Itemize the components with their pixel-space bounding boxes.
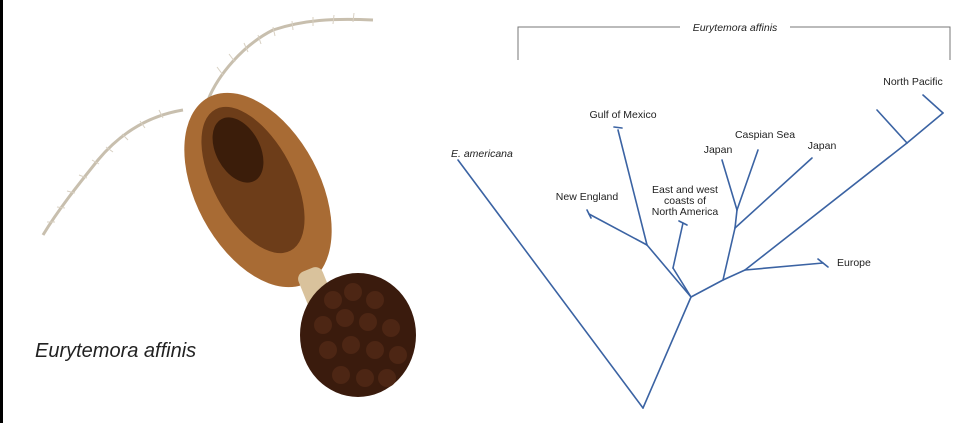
branch-europe-node — [723, 270, 745, 280]
taxon-outgroup: E. americana — [451, 148, 513, 160]
branch-east-west-node — [673, 268, 691, 297]
branch-japan-2 — [735, 158, 812, 228]
branch-japan-1 — [722, 160, 737, 210]
branch-japan-caspian-node — [723, 228, 735, 280]
taxon-gulf-of-mexico: Gulf of Mexico — [589, 109, 656, 121]
phylogenetic-tree-panel: Eurytemora affinis — [435, 0, 953, 423]
taxon-north-pacific: North Pacific — [883, 76, 943, 88]
tree-branches — [458, 95, 943, 408]
branch-caspian — [737, 150, 758, 210]
taxon-east-west-line3: North America — [652, 206, 719, 218]
phylogenetic-tree: Eurytemora affinis — [435, 0, 953, 423]
taxon-new-england: New England — [556, 191, 619, 203]
branch-ingroup — [643, 297, 691, 408]
taxon-japan-1: Japan — [704, 144, 733, 156]
branch-gulf — [618, 130, 647, 245]
branch-europe — [745, 263, 823, 270]
branch-new-england — [589, 214, 647, 245]
photo-caption: Eurytemora affinis — [35, 340, 196, 363]
branch-east-west — [673, 223, 683, 268]
copepod-photo-panel: Eurytemora affinis — [3, 0, 435, 423]
branch-north-pacific-node — [745, 143, 907, 270]
taxon-caspian-sea: Caspian Sea — [735, 129, 795, 141]
taxon-europe: Europe — [837, 257, 871, 269]
antenna-left — [43, 110, 183, 235]
branch-left-clade — [647, 245, 691, 297]
taxon-japan-2: Japan — [808, 140, 837, 152]
branch-right-clade — [691, 280, 723, 297]
clade-label: Eurytemora affinis — [693, 22, 778, 34]
